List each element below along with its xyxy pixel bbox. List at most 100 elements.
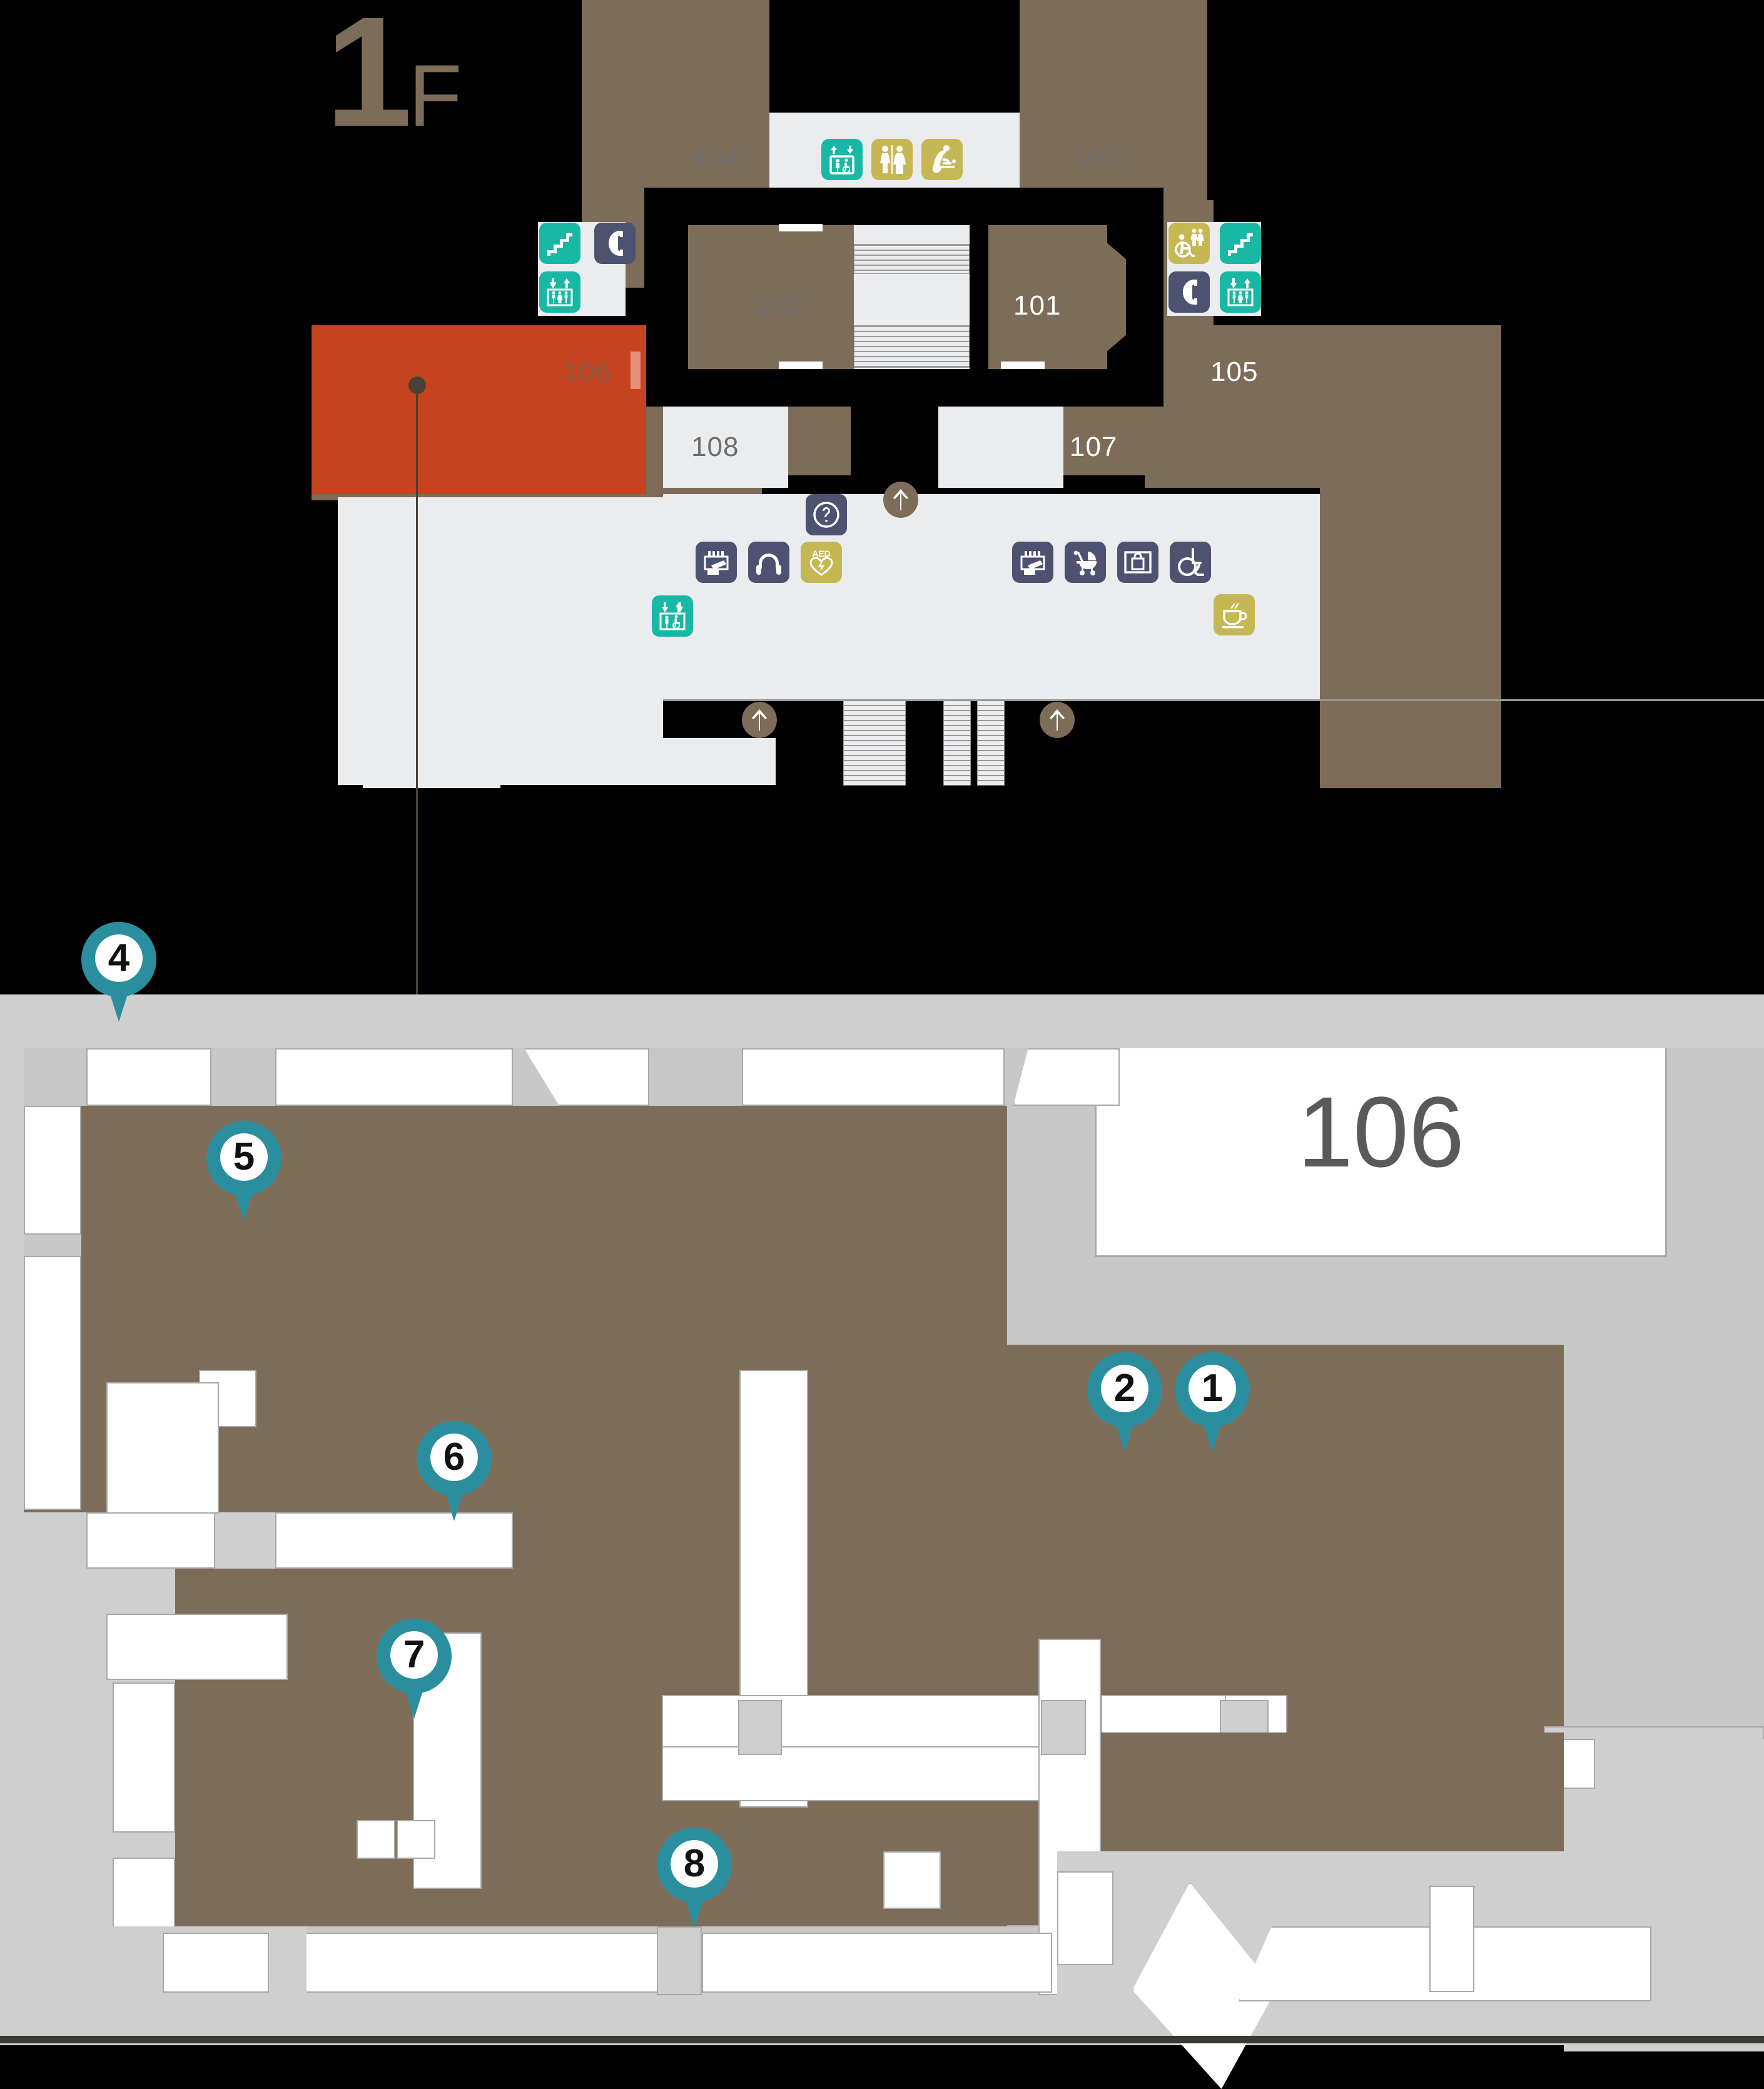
elevator-accessible-icon[interactable] bbox=[652, 595, 693, 637]
entrance-arrow-center[interactable] bbox=[883, 482, 918, 518]
pin-number: 5 bbox=[233, 1135, 255, 1178]
door-101-bottom bbox=[1001, 362, 1045, 369]
map-pin-1[interactable]: 1 bbox=[1175, 1352, 1250, 1452]
ticket-counter-icon[interactable] bbox=[1012, 542, 1053, 583]
alcove-pin7-b bbox=[397, 1820, 435, 1859]
corridor-divider-line bbox=[662, 1746, 1287, 1748]
detail-map-bottom-border bbox=[0, 2036, 1764, 2043]
aed-icon[interactable]: AED bbox=[801, 542, 842, 583]
highlighted-room-door bbox=[631, 352, 641, 389]
column-block-right bbox=[1041, 1700, 1086, 1755]
pin-disc: 6 bbox=[430, 1434, 478, 1481]
elevator-accessible-icon[interactable] bbox=[821, 139, 863, 180]
elevator-icon[interactable] bbox=[539, 271, 580, 313]
map-pin-4[interactable]: 4 bbox=[81, 922, 156, 1022]
room-number-108: 108 bbox=[691, 432, 739, 462]
room-number-107: 107 bbox=[1070, 432, 1118, 462]
elevator-icon[interactable] bbox=[1220, 271, 1261, 313]
corridor-gutter-top bbox=[0, 994, 1764, 1048]
accessible-restroom-icon[interactable] bbox=[1168, 223, 1210, 264]
alcove-bottom-1b bbox=[86, 1512, 215, 1569]
pin-disc: 7 bbox=[390, 1631, 438, 1679]
telephone-icon[interactable] bbox=[1168, 271, 1210, 313]
highlighted-room-106[interactable] bbox=[312, 325, 646, 494]
corridor-bottom-left bbox=[163, 1933, 269, 1993]
alcove-top-2b bbox=[275, 1048, 513, 1106]
alcove-top-3b bbox=[524, 1048, 649, 1106]
central-stairs-hatch-bottom bbox=[854, 325, 970, 368]
plaza-gap-mask-2 bbox=[663, 701, 1157, 738]
door-102-bottom bbox=[779, 362, 823, 369]
wheelchair-icon[interactable] bbox=[1170, 542, 1211, 583]
column-block-left bbox=[738, 1700, 782, 1755]
building-block-103b bbox=[1020, 0, 1145, 56]
alcove-br-slot bbox=[1429, 1886, 1474, 1992]
pin-disc: 5 bbox=[220, 1133, 268, 1181]
room-number-103: 103 bbox=[1073, 143, 1121, 173]
central-stairs-hatch-top bbox=[854, 244, 970, 274]
map-pin-7[interactable]: 7 bbox=[377, 1619, 452, 1719]
corridor-bottom-band-2 bbox=[702, 1933, 1052, 1993]
alcove-bottom-right-small bbox=[1057, 1871, 1113, 1965]
building-block-right-tall bbox=[1320, 325, 1501, 788]
baby-changing-icon[interactable] bbox=[921, 139, 963, 180]
plaza-left-lower bbox=[363, 688, 500, 788]
room-number-102: 102 bbox=[754, 290, 802, 321]
entrance-arrow-bottom-left[interactable] bbox=[742, 702, 777, 738]
overview-map[interactable]: 104 103 102 101 105 106 107 108 bbox=[0, 0, 1764, 1007]
room-block-101-edge bbox=[1101, 238, 1126, 357]
alcove-bottom-2b bbox=[275, 1512, 513, 1569]
callout-leader-line bbox=[416, 388, 418, 1007]
alcove-top-5b bbox=[1013, 1048, 1120, 1106]
escalator-hatch-right bbox=[943, 699, 971, 786]
pin-disc: 4 bbox=[95, 934, 143, 982]
stairs-icon[interactable] bbox=[539, 223, 580, 264]
pin-disc: 2 bbox=[1101, 1365, 1148, 1412]
pin-number: 1 bbox=[1201, 1367, 1224, 1410]
map-pin-5[interactable]: 5 bbox=[206, 1121, 281, 1221]
room-106-label: 106 bbox=[1297, 1076, 1464, 1188]
pin-number: 7 bbox=[403, 1633, 425, 1676]
information-icon[interactable] bbox=[806, 494, 847, 535]
detail-map[interactable]: 106 bbox=[0, 994, 1764, 2089]
map-pin-8[interactable]: 8 bbox=[657, 1828, 732, 1928]
restroom-icon[interactable] bbox=[871, 139, 913, 180]
escalator-hatch-left bbox=[843, 699, 906, 786]
room-block-102 bbox=[688, 225, 857, 369]
door-102-top bbox=[779, 224, 823, 231]
stairs-icon[interactable] bbox=[1220, 223, 1261, 264]
alcove-top-1b bbox=[86, 1048, 211, 1106]
ticket-counter-icon[interactable] bbox=[696, 542, 737, 583]
room-number-105: 105 bbox=[1210, 357, 1259, 387]
floor-suffix: F bbox=[408, 46, 462, 144]
room-block-101 bbox=[988, 225, 1107, 369]
plaza-bottom-2 bbox=[938, 407, 1063, 488]
stroller-icon[interactable] bbox=[1065, 542, 1106, 583]
pin-number: 6 bbox=[443, 1435, 465, 1479]
alcove-left-1b bbox=[24, 1106, 81, 1235]
coin-locker-icon[interactable] bbox=[1117, 542, 1158, 583]
room-number-106: 106 bbox=[563, 357, 611, 387]
floor-number: 1 bbox=[325, 0, 412, 159]
pin-disc: 1 bbox=[1189, 1365, 1236, 1412]
exhibit-block-br bbox=[1101, 1732, 1564, 1851]
map-pin-6[interactable]: 6 bbox=[417, 1421, 492, 1521]
cafe-icon[interactable] bbox=[1214, 594, 1255, 635]
pin-number: 2 bbox=[1113, 1367, 1136, 1410]
bottom-band-divider bbox=[657, 1926, 702, 1995]
alcove-left-2b bbox=[24, 1256, 81, 1510]
plaza-bottom-3 bbox=[663, 494, 1157, 707]
pin-number: 8 bbox=[683, 1842, 706, 1885]
alcove-left-lower-1 bbox=[106, 1382, 219, 1514]
map-pin-2[interactable]: 2 bbox=[1087, 1352, 1162, 1452]
alcove-left-lower-2 bbox=[106, 1614, 288, 1680]
pin-number: 4 bbox=[108, 936, 130, 979]
entrance-arrow-bottom-right[interactable] bbox=[1040, 702, 1075, 738]
telephone-icon[interactable] bbox=[594, 223, 636, 264]
alcove-center-bottom bbox=[883, 1851, 941, 1909]
alcove-right-edge bbox=[1558, 1739, 1595, 1789]
audio-guide-icon[interactable] bbox=[748, 542, 789, 583]
alcove-top-4b bbox=[742, 1048, 1005, 1106]
pin-disc: 8 bbox=[671, 1840, 718, 1888]
